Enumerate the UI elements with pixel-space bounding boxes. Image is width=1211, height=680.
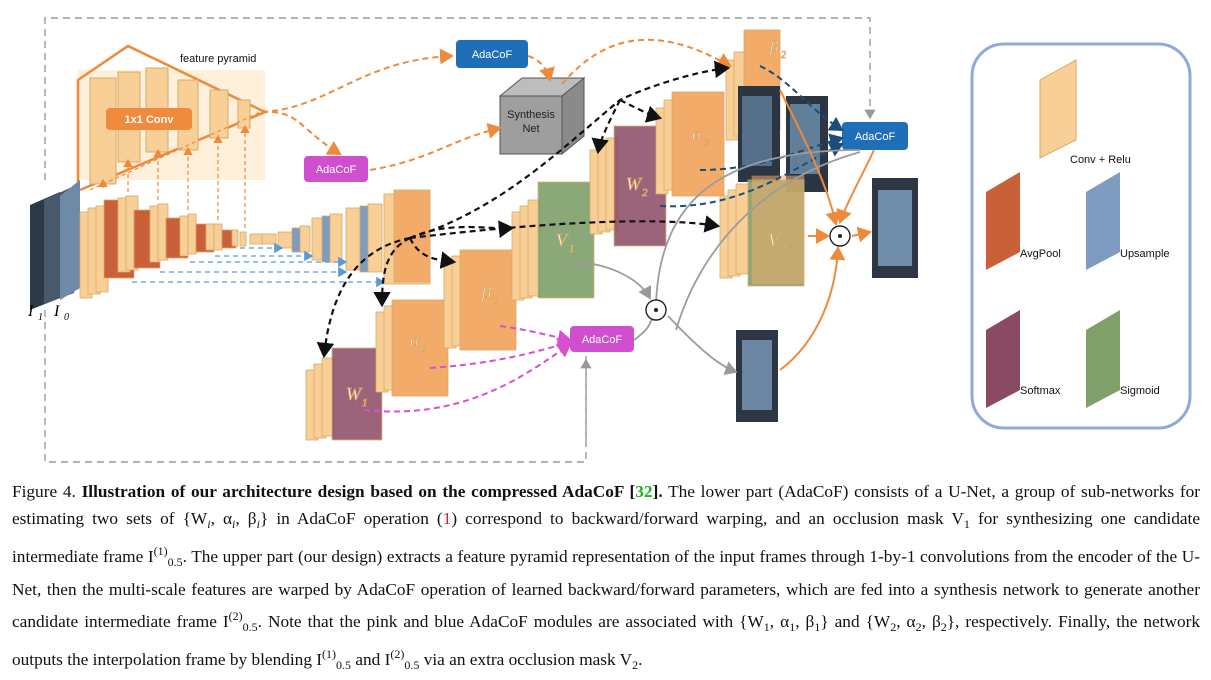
svg-text:Upsample: Upsample [1120, 248, 1170, 260]
dashed-frame-top [44, 17, 876, 180]
blue-flow [659, 65, 844, 208]
label-W2-sub: 2 [642, 187, 648, 199]
svg-text:Sigmoid: Sigmoid [1120, 385, 1160, 397]
subnet-V2: V 2 [719, 175, 805, 287]
warped-frames [738, 86, 828, 192]
label-W1-sub: 1 [362, 397, 368, 409]
adacof-blue-right: AdaCoF [842, 122, 908, 150]
adacof-pink-bottom: AdaCoF [570, 326, 634, 352]
label-V2-sub: 2 [781, 243, 787, 255]
odot-2 [829, 225, 851, 247]
svg-text:AdaCoF: AdaCoF [316, 164, 357, 176]
label-I0: I [53, 303, 60, 320]
svg-text:Softmax: Softmax [1020, 385, 1061, 397]
label-W1: W [346, 384, 363, 404]
caption-title: Illustration of our architecture design … [81, 482, 663, 501]
dashed-frame [44, 310, 587, 463]
label-alpha1: α [410, 330, 420, 350]
subnet-W1: W 1 [305, 347, 383, 441]
label-alpha2-sub: 2 [704, 137, 710, 149]
black-flow [316, 60, 731, 359]
net-label: Net [522, 123, 539, 135]
synthesis-label: Synthesis [507, 109, 555, 121]
label-V1: V [556, 230, 569, 250]
legend-conv-relu: Conv + Relu [1039, 59, 1131, 166]
orange-solid [779, 89, 875, 371]
architecture-figure: feature pyramid 1x1 Conv I 1 I 0 [27, 17, 1192, 463]
svg-text:Conv + Relu: Conv + Relu [1070, 154, 1131, 166]
subnet-alpha1: α 1 [375, 299, 449, 397]
legend: Conv + Relu AvgPool Upsample Softmax Sig… [970, 42, 1192, 430]
input-frames: I 1 I 0 [27, 180, 80, 323]
label-V1-sub: 1 [569, 243, 575, 255]
figure-caption: Figure 4. Illustration of our architectu… [12, 482, 1201, 672]
label-alpha1-sub: 1 [422, 343, 428, 355]
label-beta1: β [481, 282, 491, 302]
svg-text:AdaCoF: AdaCoF [472, 49, 513, 61]
pyramid-links [89, 109, 266, 228]
legend-sigmoid: Sigmoid [1086, 310, 1160, 408]
adacof-blue-top: AdaCoF [456, 40, 528, 68]
svg-text:AvgPool: AvgPool [1020, 248, 1061, 260]
subnet-W2: W 2 [589, 125, 667, 247]
synthesis-net-cube: Synthesis Net [498, 76, 586, 156]
label-W2: W [626, 174, 643, 194]
label-V2: V [768, 230, 781, 250]
pink-flow [363, 325, 572, 413]
subnet-alpha2: α 2 [655, 91, 725, 197]
legend-upsample: Upsample [1086, 172, 1170, 270]
svg-text:AdaCoF: AdaCoF [855, 131, 896, 143]
adacof-pink-top: AdaCoF [304, 156, 368, 182]
label-beta2: β [769, 37, 779, 56]
ref-32[interactable]: 32 [635, 482, 653, 501]
label-beta1-sub: 1 [494, 295, 500, 307]
ref-eq1[interactable]: 1 [442, 509, 452, 528]
label-I0-sub: 0 [64, 312, 69, 323]
conv1x1-box [106, 108, 192, 130]
label-I1: I [27, 303, 34, 320]
label-alpha2: α [692, 124, 702, 144]
orange-flow [261, 38, 732, 171]
odot-1 [645, 299, 667, 321]
skip-connections [132, 242, 386, 288]
label-beta2-sub: 2 [781, 50, 786, 61]
encoder-stack [79, 189, 431, 299]
conv1x1-label: 1x1 Conv [125, 114, 175, 126]
feature-pyramid: feature pyramid 1x1 Conv [76, 44, 269, 192]
feature-pyramid-label: feature pyramid [180, 53, 256, 65]
subnet-V1: V 1 [511, 181, 595, 301]
svg-text:AdaCoF: AdaCoF [582, 334, 623, 346]
legend-avgpool: AvgPool [986, 172, 1061, 270]
subnet-beta1: β 1 [443, 249, 517, 351]
legend-softmax: Softmax [986, 310, 1061, 408]
label-I1-sub: 1 [38, 312, 43, 323]
